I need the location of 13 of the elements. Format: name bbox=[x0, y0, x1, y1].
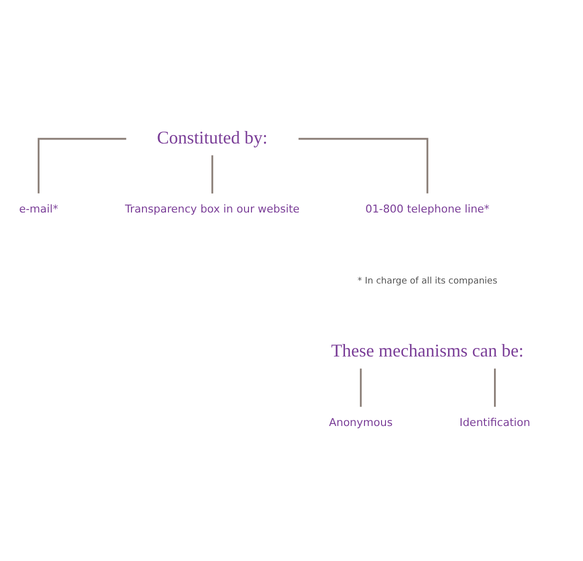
node-text: 01-800 telephone line* bbox=[365, 202, 490, 216]
node-text: Constituted by: bbox=[157, 126, 268, 147]
connector bbox=[360, 368, 362, 406]
connector bbox=[298, 137, 428, 193]
connector bbox=[38, 137, 126, 193]
node-text: Transparency box in our website bbox=[125, 202, 300, 216]
label: * In charge of all its companies bbox=[358, 276, 498, 286]
connector bbox=[211, 154, 214, 193]
node-text: e-mail* bbox=[19, 202, 58, 216]
node-text: Identification bbox=[460, 415, 530, 428]
connector bbox=[494, 368, 496, 406]
node-text: These mechanisms can be: bbox=[331, 340, 524, 360]
node-text: Anonymous bbox=[329, 415, 393, 428]
